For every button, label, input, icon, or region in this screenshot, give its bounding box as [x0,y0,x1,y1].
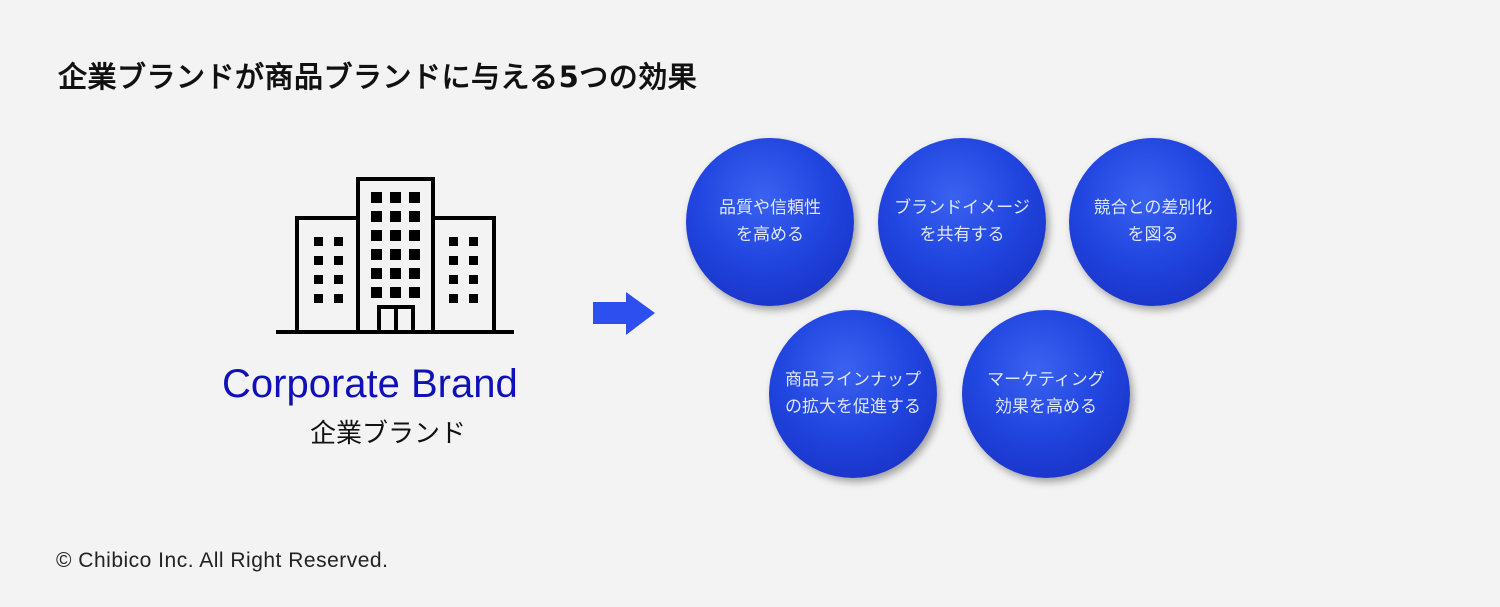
building-icon [276,177,514,334]
window-icon [334,256,343,265]
window-icon [390,268,401,279]
window-icon [409,249,420,260]
effect-text: 効果を高める [995,397,1097,417]
copyright: © Chibico Inc. All Right Reserved. [56,549,389,572]
page-title: 企業ブランドが商品ブランドに与える5つの効果 [58,60,698,94]
window-icon [390,287,401,298]
window-icon [409,230,420,241]
effect-circle-lineup: 商品ラインナップ の拡大を促進する [769,310,937,478]
window-icon [390,249,401,260]
right-arrow-icon [593,292,655,335]
window-icon [314,294,323,303]
window-icon [314,237,323,246]
effect-text: 競合との差別化 [1093,198,1213,218]
window-icon [334,237,343,246]
effect-circle-quality: 品質や信頼性 を高める [686,138,854,306]
window-icon [334,275,343,284]
window-icon [469,275,478,284]
window-icon [409,268,420,279]
effect-circle-marketing: マーケティング 効果を高める [962,310,1130,478]
effect-text: 品質や信頼性 [719,198,821,218]
effect-text: を共有する [919,225,1005,245]
window-icon [409,192,420,203]
window-icon [371,268,382,279]
window-icon [469,237,478,246]
window-icon [371,192,382,203]
effect-text: ブランドイメージ [894,198,1030,218]
window-icon [449,256,458,265]
window-icon [449,294,458,303]
corporate-brand-title: Corporate Brand [222,362,518,406]
effect-circle-image: ブランドイメージ を共有する [878,138,1046,306]
window-icon [371,211,382,222]
corporate-brand-subtitle: 企業ブランド [310,419,467,449]
effect-text: の拡大を促進する [785,397,921,417]
window-icon [390,230,401,241]
window-icon [314,275,323,284]
effect-text: を高める [736,225,804,245]
window-icon [390,192,401,203]
window-icon [449,275,458,284]
window-icon [469,294,478,303]
window-icon [469,256,478,265]
window-icon [314,256,323,265]
window-icon [409,211,420,222]
effect-circle-differentiation: 競合との差別化 を図る [1069,138,1237,306]
window-icon [371,287,382,298]
window-icon [409,287,420,298]
effect-text: 商品ラインナップ [785,370,921,390]
window-icon [371,249,382,260]
effect-text: を図る [1127,225,1179,245]
window-icon [371,230,382,241]
effect-text: マーケティング [987,370,1105,390]
window-icon [334,294,343,303]
window-icon [390,211,401,222]
window-icon [449,237,458,246]
